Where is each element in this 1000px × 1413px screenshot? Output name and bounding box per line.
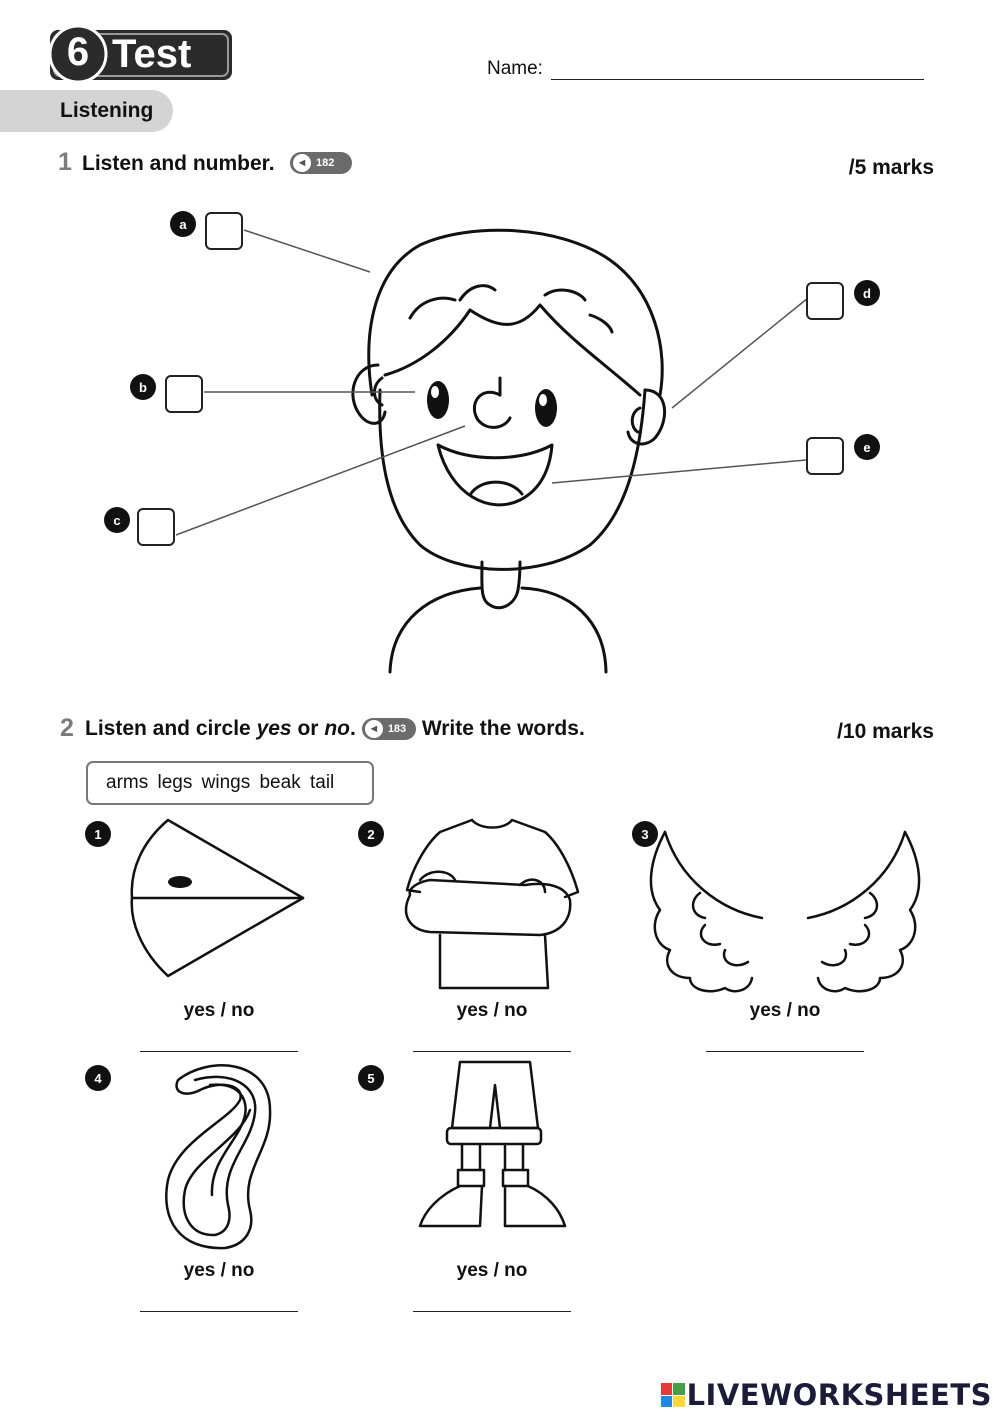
answer-box-b[interactable] <box>165 375 203 413</box>
answer-box-d[interactable] <box>806 282 844 320</box>
logo-square-red <box>660 1383 673 1395</box>
name-label: Name: <box>487 58 543 79</box>
no-word: no <box>324 717 350 740</box>
question-2-instruction: Listen and circle yes or no. ◄ 183 Write… <box>85 717 585 741</box>
label-b: b <box>130 374 156 400</box>
unit-test-badge: 6 Test <box>48 24 234 84</box>
yes-no-choice-2[interactable]: yes / no <box>456 1000 528 1021</box>
item-number-3: 3 <box>632 821 658 847</box>
yes-no-choice-3[interactable]: yes / no <box>749 1000 821 1021</box>
audio-track-182[interactable]: ◄ 182 <box>290 152 352 174</box>
speaker-icon: ◄ <box>364 720 383 738</box>
question-1-marks: /5 marks <box>848 156 934 179</box>
audio-track-number: 182 <box>316 157 335 169</box>
item-number-5: 5 <box>358 1065 384 1091</box>
yes-no-choice-1[interactable]: yes / no <box>183 1000 255 1021</box>
answer-line-5[interactable] <box>413 1311 571 1312</box>
instruction-period: . <box>349 717 356 740</box>
label-c: c <box>104 507 130 533</box>
name-answer-line[interactable] <box>551 79 924 80</box>
question-2-marks: /10 marks <box>837 720 934 743</box>
item-number-4: 4 <box>85 1065 111 1091</box>
brand-name: LIVEWORKSHEETS <box>686 1378 992 1412</box>
item-number-1: 1 <box>85 821 111 847</box>
answer-line-3[interactable] <box>706 1051 864 1052</box>
answer-box-e[interactable] <box>806 437 844 475</box>
logo-square-blue <box>660 1395 673 1407</box>
beak-illustration <box>130 818 305 978</box>
liveworksheets-logo-icon <box>660 1383 685 1407</box>
arms-illustration <box>404 818 580 990</box>
answer-line-4[interactable] <box>140 1311 298 1312</box>
answer-box-a[interactable] <box>205 212 243 250</box>
item-number-2: 2 <box>358 821 384 847</box>
logo-square-yellow <box>673 1395 685 1407</box>
answer-line-2[interactable] <box>413 1051 571 1052</box>
answer-box-c[interactable] <box>137 508 175 546</box>
instruction-text: Listen and circle <box>85 717 251 740</box>
liveworksheets-brand[interactable]: LIVEWORKSHEETS <box>660 1378 992 1412</box>
label-e: e <box>854 434 880 460</box>
question-1-instruction: Listen and number. <box>82 152 275 175</box>
answer-line-1[interactable] <box>140 1051 298 1052</box>
speaker-icon: ◄ <box>293 154 311 172</box>
wings-illustration <box>649 830 921 993</box>
yes-word: yes <box>256 717 292 740</box>
instruction-text-2: Write the words. <box>421 717 585 740</box>
yes-no-choice-4[interactable]: yes / no <box>183 1260 255 1281</box>
section-tab-listening: Listening <box>0 90 173 132</box>
tail-illustration <box>165 1064 272 1250</box>
audio-track-number: 183 <box>387 723 407 735</box>
question-1-number: 1 <box>58 148 72 176</box>
word-bank: arms legs wings beak tail <box>86 761 374 805</box>
label-d: d <box>854 280 880 306</box>
logo-square-green <box>673 1383 685 1395</box>
question-2-number: 2 <box>60 714 74 742</box>
yes-no-choice-5[interactable]: yes / no <box>456 1260 528 1281</box>
test-label: Test <box>112 32 192 76</box>
or-word: or <box>297 717 319 740</box>
audio-track-183[interactable]: ◄ 183 <box>361 718 416 740</box>
label-a: a <box>170 211 196 237</box>
legs-illustration <box>418 1060 567 1228</box>
unit-number: 6 <box>66 30 90 74</box>
